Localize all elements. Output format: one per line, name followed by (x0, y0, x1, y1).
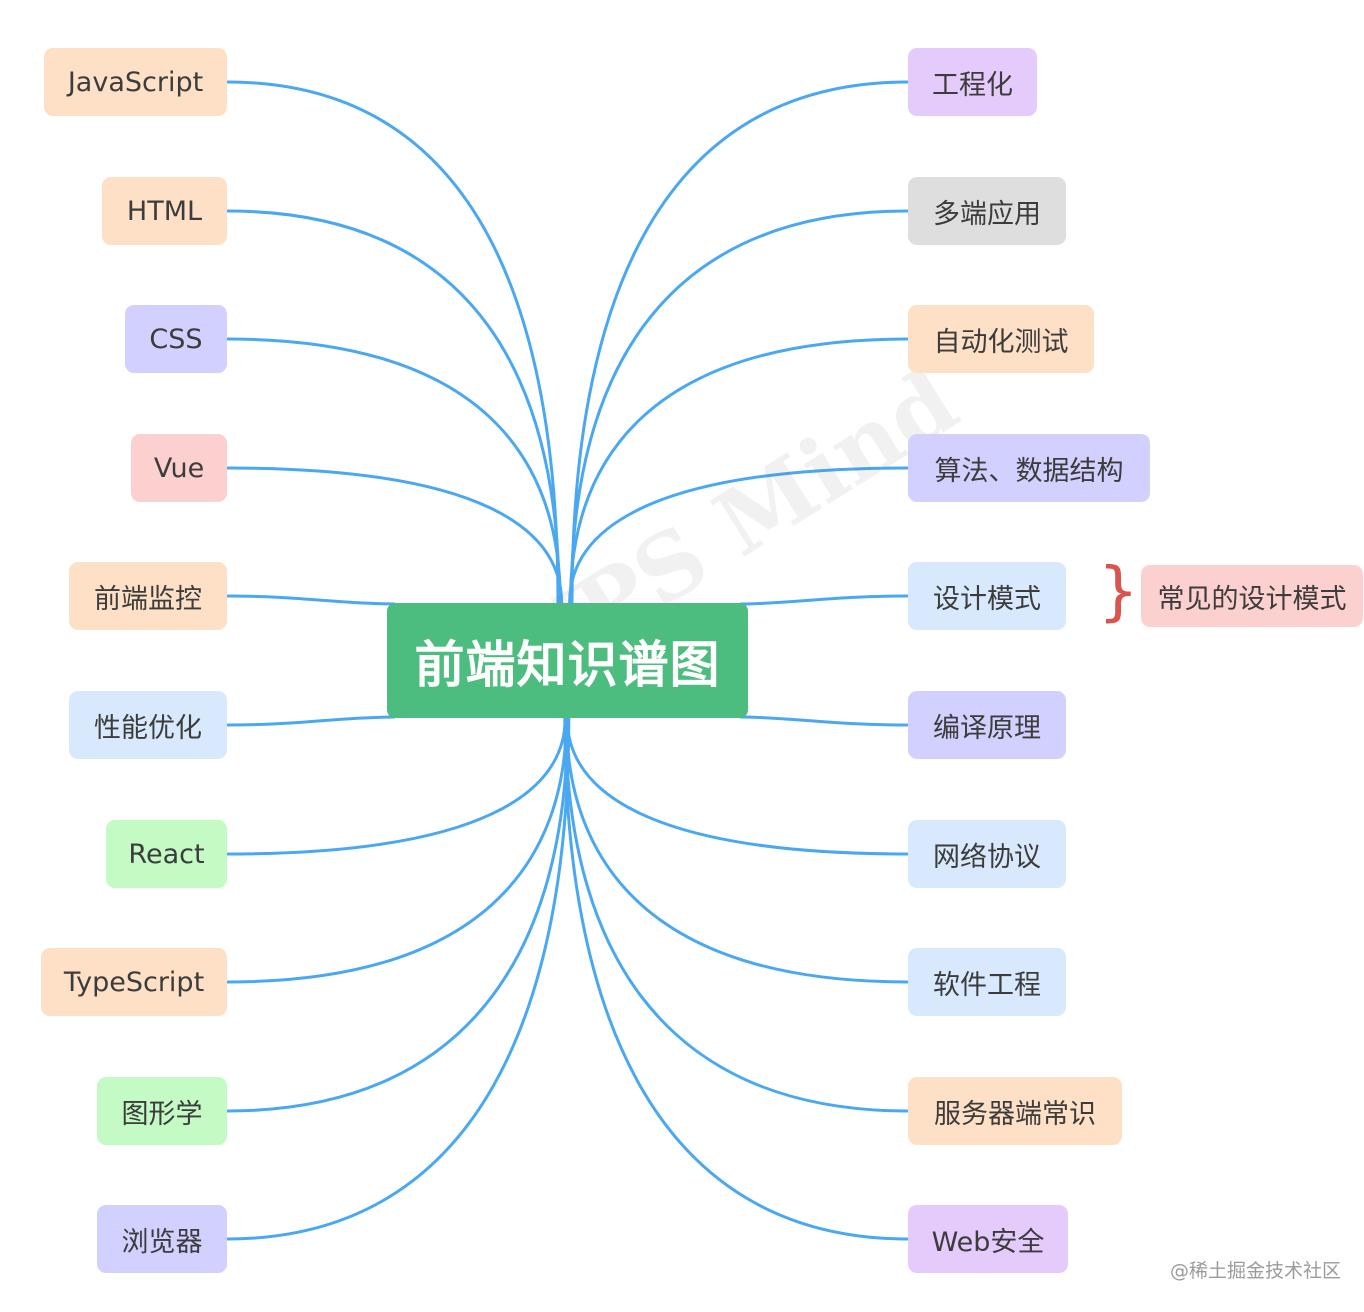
left-branch-node[interactable]: 图形学 (97, 1077, 227, 1145)
left-branch-node[interactable]: JavaScript (44, 48, 227, 116)
left-branch-node[interactable]: Vue (131, 434, 227, 502)
connector-line (564, 717, 909, 1113)
summary-brace-icon: } (1098, 555, 1139, 629)
central-topic[interactable]: 前端知识谱图 (387, 603, 748, 718)
left-branch-node[interactable]: TypeScript (41, 948, 227, 1016)
connector-line (739, 594, 909, 606)
connector-line (226, 717, 567, 856)
connector-line (226, 209, 561, 604)
connector-line (226, 717, 568, 984)
connector-line (226, 466, 564, 604)
connector-line (226, 337, 562, 604)
left-branch-node[interactable]: CSS (125, 305, 227, 373)
connector-line (565, 717, 909, 856)
right-branch-node[interactable]: 网络协议 (908, 820, 1066, 888)
connector-line (739, 715, 909, 727)
left-branch-node[interactable]: 性能优化 (69, 691, 227, 759)
connector-line (226, 80, 560, 604)
right-branch-node[interactable]: 多端应用 (908, 177, 1066, 245)
right-branch-node[interactable]: 设计模式 (908, 562, 1066, 630)
left-branch-node[interactable]: React (106, 820, 227, 888)
right-branch-node[interactable]: 算法、数据结构 (908, 434, 1150, 502)
right-branch-node[interactable]: 编译原理 (908, 691, 1066, 759)
connector-line (226, 717, 571, 1241)
connector-line (564, 717, 909, 984)
connector-line (568, 337, 909, 604)
left-branch-node[interactable]: 浏览器 (97, 1205, 227, 1273)
right-branch-node[interactable]: 软件工程 (908, 948, 1066, 1016)
right-branch-node[interactable]: Web安全 (908, 1205, 1068, 1273)
left-branch-node[interactable]: 前端监控 (69, 562, 227, 630)
right-branch-node[interactable]: 服务器端常识 (908, 1077, 1122, 1145)
left-branch-node[interactable]: HTML (102, 177, 227, 245)
connector-line (226, 715, 396, 727)
connector-line (563, 717, 909, 1241)
connector-line (226, 594, 396, 606)
right-branch-node[interactable]: 工程化 (908, 48, 1037, 116)
connector-line (568, 466, 909, 604)
summary-node[interactable]: 常见的设计模式 (1141, 565, 1363, 627)
connector-line (226, 717, 570, 1113)
connector-line (570, 80, 909, 604)
connector-line (569, 209, 909, 604)
footer-credit: @稀土掘金技术社区 (1170, 1260, 1342, 1282)
right-branch-node[interactable]: 自动化测试 (908, 305, 1094, 373)
